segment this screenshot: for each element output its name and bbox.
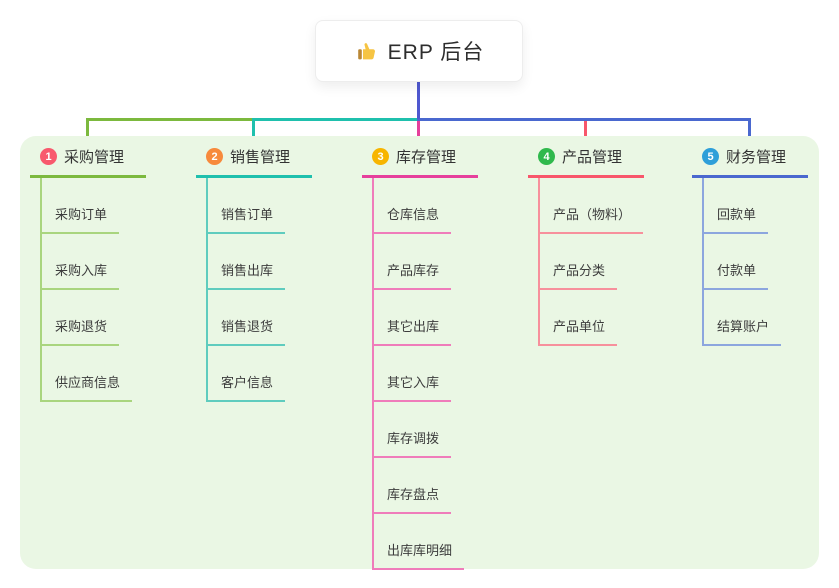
branch-number-badge: 2 (206, 148, 223, 165)
child-node[interactable]: 供应商信息 (30, 346, 146, 402)
child-node-label: 产品（物料） (538, 204, 644, 234)
child-node-label: 仓库信息 (372, 204, 452, 234)
branch-finance: 5 财务管理 回款单 付款单 结算账户 (692, 146, 808, 346)
child-node[interactable]: 销售出库 (196, 234, 312, 290)
child-node-label: 付款单 (702, 260, 769, 290)
child-node-label: 采购订单 (40, 204, 120, 234)
branch-number-badge: 5 (702, 148, 719, 165)
branch-label: 采购管理 (64, 149, 125, 166)
branch-spine-line (206, 178, 208, 402)
branch-header-sales[interactable]: 2 销售管理 (196, 146, 312, 178)
branch-spine-line (538, 178, 540, 346)
root-node[interactable]: ERP 后台 (315, 20, 523, 82)
child-node[interactable]: 付款单 (692, 234, 808, 290)
connector-drop-finance (748, 118, 751, 149)
child-node-label: 回款单 (702, 204, 769, 234)
branch-number-badge: 1 (40, 148, 57, 165)
child-node[interactable]: 客户信息 (196, 346, 312, 402)
child-node[interactable]: 产品（物料） (528, 178, 644, 234)
branch-number-badge: 4 (538, 148, 555, 165)
child-node[interactable]: 采购订单 (30, 178, 146, 234)
branch-number-badge: 3 (372, 148, 389, 165)
child-node-label: 结算账户 (702, 316, 782, 346)
child-node[interactable]: 其它出库 (362, 290, 478, 346)
thumbs-up-icon (354, 39, 378, 63)
branch-spine-line (40, 178, 42, 402)
child-node[interactable]: 产品库存 (362, 234, 478, 290)
branch-spine-line (372, 178, 374, 570)
branch-children: 销售订单 销售出库 销售退货 客户信息 (196, 178, 312, 402)
branch-label: 产品管理 (562, 149, 623, 166)
child-node[interactable]: 采购退货 (30, 290, 146, 346)
child-node[interactable]: 采购入库 (30, 234, 146, 290)
branch-inventory: 3 库存管理 仓库信息 产品库存 其它出库 其它入库 库存调拨 库存盘点 出库库… (362, 146, 478, 570)
child-node[interactable]: 产品单位 (528, 290, 644, 346)
connector-horizontal-purchase (86, 118, 253, 121)
child-node-label: 库存盘点 (372, 484, 452, 514)
child-node[interactable]: 仓库信息 (362, 178, 478, 234)
child-node[interactable]: 回款单 (692, 178, 808, 234)
child-node-label: 销售订单 (206, 204, 286, 234)
connector-horizontal-finance (417, 118, 751, 121)
branches-panel (20, 136, 819, 569)
child-node[interactable]: 销售订单 (196, 178, 312, 234)
branch-label: 库存管理 (396, 149, 457, 166)
branch-header-product[interactable]: 4 产品管理 (528, 146, 644, 178)
child-node[interactable]: 其它入库 (362, 346, 478, 402)
branch-sales: 2 销售管理 销售订单 销售出库 销售退货 客户信息 (196, 146, 312, 402)
child-node-label: 其它入库 (372, 372, 452, 402)
connector-root-stub (417, 80, 420, 119)
branch-purchase: 1 采购管理 采购订单 采购入库 采购退货 供应商信息 (30, 146, 146, 402)
connector-drop-product (584, 118, 587, 149)
branch-product: 4 产品管理 产品（物料） 产品分类 产品单位 (528, 146, 644, 346)
branch-label: 销售管理 (230, 149, 291, 166)
child-node-label: 采购退货 (40, 316, 120, 346)
child-node-label: 出库库明细 (372, 540, 465, 570)
child-node-label: 客户信息 (206, 372, 286, 402)
child-node-label: 库存调拨 (372, 428, 452, 458)
child-node-label: 产品单位 (538, 316, 618, 346)
branch-children: 采购订单 采购入库 采购退货 供应商信息 (30, 178, 146, 402)
child-node-label: 销售出库 (206, 260, 286, 290)
child-node[interactable]: 出库库明细 (362, 514, 478, 570)
child-node[interactable]: 库存盘点 (362, 458, 478, 514)
branch-header-inventory[interactable]: 3 库存管理 (362, 146, 478, 178)
child-node-label: 供应商信息 (40, 372, 133, 402)
branch-header-finance[interactable]: 5 财务管理 (692, 146, 808, 178)
child-node-label: 销售退货 (206, 316, 286, 346)
child-node-label: 采购入库 (40, 260, 120, 290)
connector-drop-sales (252, 118, 255, 149)
branch-spine-line (702, 178, 704, 346)
branch-children: 仓库信息 产品库存 其它出库 其它入库 库存调拨 库存盘点 出库库明细 (362, 178, 478, 570)
branch-children: 回款单 付款单 结算账户 (692, 178, 808, 346)
child-node-label: 产品库存 (372, 260, 452, 290)
branch-children: 产品（物料） 产品分类 产品单位 (528, 178, 644, 346)
connector-drop-purchase (86, 118, 89, 149)
branch-header-purchase[interactable]: 1 采购管理 (30, 146, 146, 178)
branch-label: 财务管理 (726, 149, 787, 166)
child-node-label: 产品分类 (538, 260, 618, 290)
child-node-label: 其它出库 (372, 316, 452, 346)
child-node[interactable]: 销售退货 (196, 290, 312, 346)
connector-horizontal-sales (252, 118, 418, 121)
root-node-label: ERP 后台 (387, 41, 485, 64)
child-node[interactable]: 结算账户 (692, 290, 808, 346)
connector-drop-inventory (417, 118, 420, 149)
child-node[interactable]: 产品分类 (528, 234, 644, 290)
child-node[interactable]: 库存调拨 (362, 402, 478, 458)
